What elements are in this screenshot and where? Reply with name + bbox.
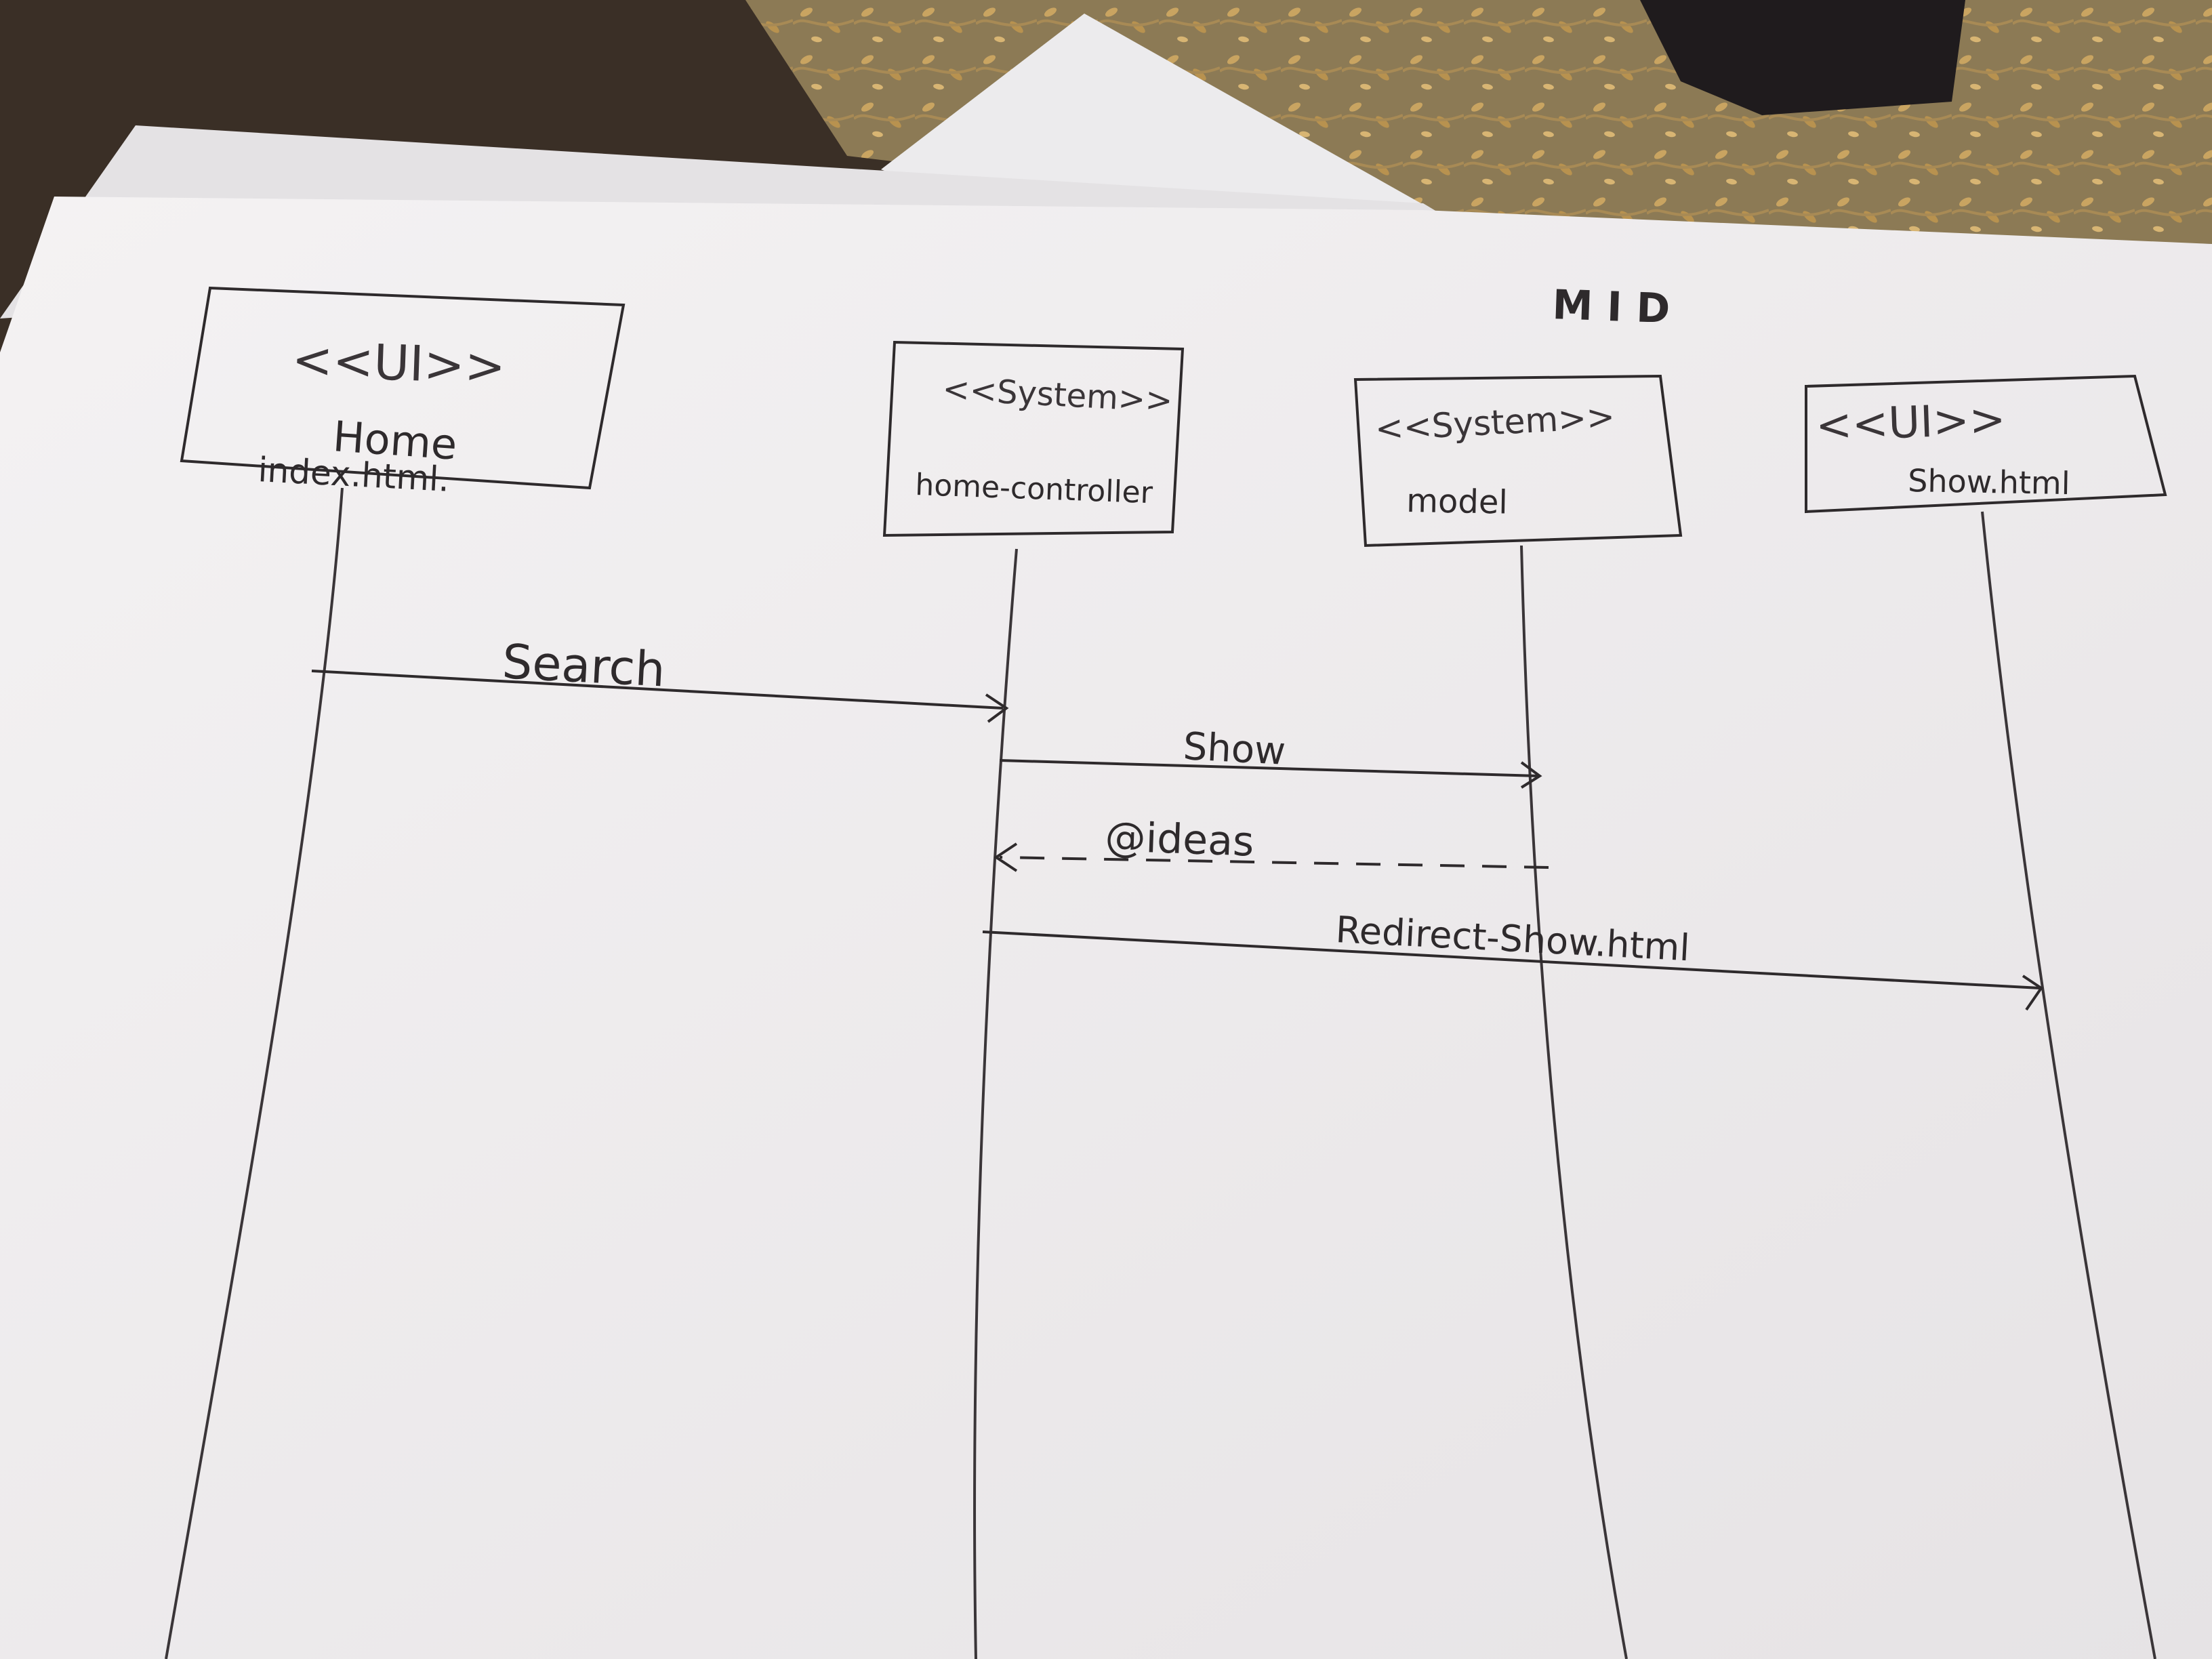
lifeline-show [1981,511,2156,1659]
lifeline-home-controller [973,548,1018,1659]
participant-show-box [1805,374,2167,514]
participant-model-name: model [1406,482,1508,522]
lifeline-model [1520,545,1628,1659]
message-ideas-line [999,856,1549,869]
participant-model-box [1353,374,1683,548]
phone-device [1640,0,1965,115]
message-redirect-arrowhead [2022,975,2043,1011]
participant-home-box [180,286,626,490]
message-show-arrowhead [1520,761,1542,789]
message-search-arrowhead [985,693,1009,723]
participant-show: <<UI>> Show.html [1805,374,2167,514]
paper-sheet-front [0,197,2212,1659]
participant-home-stereotype: <<UI>> [291,331,506,395]
participant-home-controller-box [882,340,1185,537]
participant-home: <<UI>> Home index.html. [180,286,626,499]
message-search-line [311,670,1004,710]
lifeline-home [165,487,344,1659]
message-show-label: Show [1182,724,1286,774]
heading-fragment: M I D [1551,281,1671,333]
participant-show-stereotype: <<UI>> [1815,394,2007,451]
message-search: Search [311,634,1009,723]
paper-sheet-back [881,14,1457,224]
message-ideas: @ideas [994,813,1549,872]
message-redirect-line [982,930,2041,989]
participant-home-name: Home [331,411,459,470]
message-show: Show [999,724,1542,789]
message-ideas-arrowhead [994,842,1018,872]
participant-home-controller-name: home-controller [915,468,1154,510]
message-show-line [999,759,1539,777]
message-ideas-label: @ideas [1104,813,1254,866]
message-search-label: Search [501,634,666,697]
participant-show-name: Show.html [1908,462,2070,501]
